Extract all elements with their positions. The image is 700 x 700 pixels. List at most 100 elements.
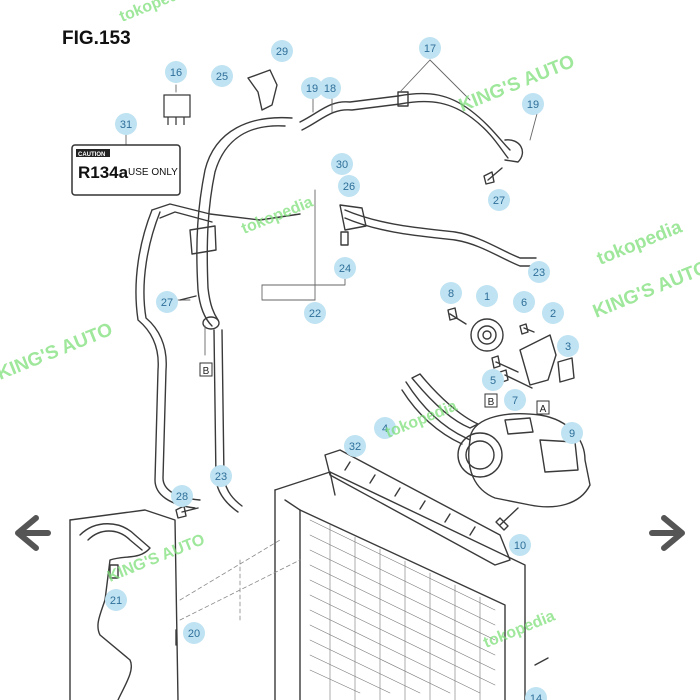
callout-circle	[344, 435, 366, 457]
callout-2: 2	[542, 302, 564, 324]
callout-circle	[488, 189, 510, 211]
callout-18: 18	[319, 77, 341, 99]
callout-label: 22	[309, 308, 321, 320]
callout-circle	[319, 77, 341, 99]
callout-circle	[271, 40, 293, 62]
callout-22: 22	[304, 302, 326, 324]
callout-label: 9	[569, 428, 575, 440]
callout-label: 23	[533, 267, 545, 279]
callout-8: 8	[440, 282, 462, 304]
relay-16	[163, 94, 191, 125]
svg-text:A: A	[540, 404, 547, 415]
callout-label: 30	[336, 159, 348, 171]
callout-label: 5	[490, 375, 496, 387]
chevron-right-icon[interactable]	[648, 510, 694, 556]
callout-circle	[525, 687, 547, 700]
callout-circle	[504, 389, 526, 411]
callout-27: 27	[488, 189, 510, 211]
callout-circle	[476, 285, 498, 307]
bracket-32	[324, 449, 511, 566]
callout-label: 32	[349, 441, 361, 453]
callout-circle	[165, 61, 187, 83]
callout-circle	[482, 369, 504, 391]
callout-3: 3	[557, 335, 579, 357]
callout-circle	[156, 291, 178, 313]
callout-label: 28	[176, 491, 188, 503]
callout-label: 10	[514, 540, 526, 552]
callout-circle	[338, 175, 360, 197]
caution-use-only: USE ONLY	[128, 167, 178, 178]
pipe-long	[135, 209, 196, 509]
callout-label: 18	[324, 83, 336, 95]
callout-4: 4	[374, 417, 396, 439]
callout-circle	[509, 534, 531, 556]
callout-5: 5	[482, 369, 504, 391]
callout-25: 25	[211, 65, 233, 87]
callout-label: 27	[161, 297, 173, 309]
callout-28: 28	[171, 485, 193, 507]
hose-17-inner	[301, 100, 509, 159]
callout-7: 7	[504, 389, 526, 411]
callout-label: 31	[120, 119, 132, 131]
callout-1: 1	[476, 285, 498, 307]
watermark-text: tokopedia	[239, 194, 316, 238]
caution-caption: CAUTION	[78, 152, 105, 158]
callout-label: 17	[424, 43, 436, 55]
view-ref-a: A	[536, 400, 550, 415]
callout-circle	[419, 37, 441, 59]
caution-refrigerant: R134a	[78, 163, 129, 182]
callout-label: 20	[188, 628, 200, 640]
callout-circle	[211, 65, 233, 87]
caution-label: CAUTION R134a USE ONLY	[71, 144, 181, 196]
callout-label: 26	[343, 181, 355, 193]
callout-32: 32	[344, 435, 366, 457]
callout-23: 23	[528, 261, 550, 283]
callout-label: 14	[530, 693, 542, 700]
view-ref-b: B	[484, 393, 498, 408]
callout-label: 27	[493, 195, 505, 207]
hose-main	[196, 116, 293, 327]
callout-label: 1	[484, 291, 490, 303]
pulley	[470, 318, 504, 352]
callout-label: 23	[215, 471, 227, 483]
callout-label: 8	[448, 288, 454, 300]
pipe-24	[344, 209, 537, 259]
callout-6: 6	[513, 291, 535, 313]
callout-circle	[528, 261, 550, 283]
callout-circle	[301, 77, 323, 99]
watermark-text: tokopedia	[481, 608, 558, 652]
callout-10: 10	[509, 534, 531, 556]
callout-circle	[561, 422, 583, 444]
watermark-text: KING'S AUTO	[456, 51, 578, 116]
callout-21: 21	[105, 589, 127, 611]
callout-31: 31	[115, 113, 137, 135]
callout-19: 19	[301, 77, 323, 99]
callout-circle	[542, 302, 564, 324]
chevron-left-icon[interactable]	[6, 510, 52, 556]
callout-label: 7	[512, 395, 518, 407]
callout-26: 26	[338, 175, 360, 197]
svg-text:B: B	[488, 397, 495, 408]
watermark-text: tokopedia	[594, 216, 685, 269]
figure-title: FIG.153	[62, 28, 131, 49]
callout-circle	[557, 335, 579, 357]
view-ref-b: B	[199, 362, 213, 377]
condenser-frame	[274, 471, 526, 700]
callout-circle	[115, 113, 137, 135]
hose-17	[299, 92, 511, 151]
receiver-panel	[69, 509, 179, 700]
watermark-text: KING'S AUTO	[0, 319, 116, 384]
compressor	[468, 413, 591, 508]
callout-circle	[522, 93, 544, 115]
watermark-text: tokopedia	[117, 0, 194, 26]
callout-circle	[440, 282, 462, 304]
callout-label: 4	[382, 423, 388, 435]
callout-circle	[183, 622, 205, 644]
svg-text:B: B	[203, 366, 210, 377]
callout-circle	[105, 589, 127, 611]
watermark-text: tokopedia	[383, 398, 460, 442]
view-refs: A B B	[199, 362, 550, 415]
